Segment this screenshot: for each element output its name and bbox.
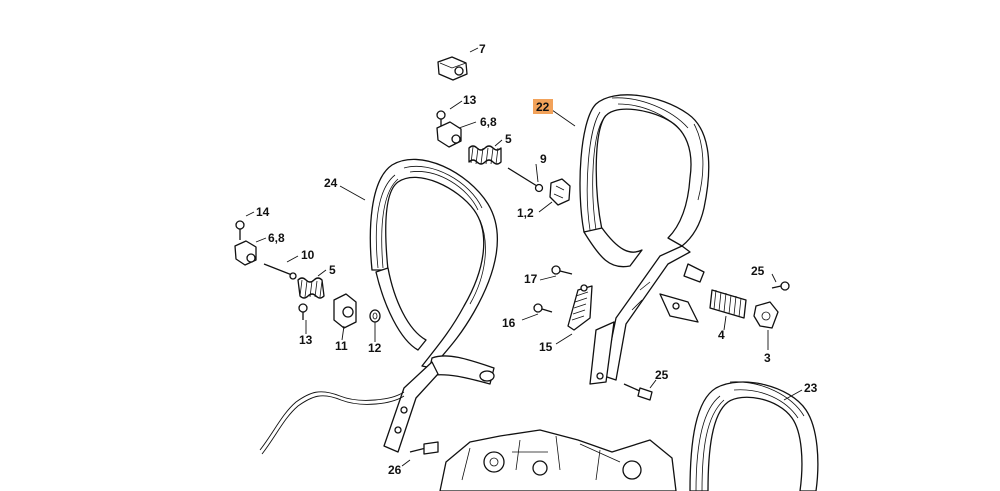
callout-5-top: 5 bbox=[505, 132, 512, 146]
callout-13-top: 13 bbox=[463, 93, 477, 107]
callout-13-left: 13 bbox=[299, 333, 313, 347]
part-10-bolt[interactable] bbox=[263, 263, 297, 280]
part-5-spring-top[interactable] bbox=[468, 145, 502, 165]
callout-6-8-left: 6,8 bbox=[268, 231, 285, 245]
part-3-cap[interactable] bbox=[753, 301, 779, 329]
callout-26: 26 bbox=[388, 463, 402, 477]
throttle-cable bbox=[259, 391, 405, 455]
callout-1-2: 1,2 bbox=[517, 206, 534, 220]
callout-6-8-top: 6,8 bbox=[480, 115, 497, 129]
part-15-spring-bracket[interactable] bbox=[567, 284, 593, 331]
callout-22[interactable]: 22 bbox=[536, 100, 550, 114]
callout-11: 11 bbox=[335, 339, 348, 353]
callout-16: 16 bbox=[502, 316, 516, 330]
part-6-8-clamp-left[interactable] bbox=[234, 240, 257, 266]
callout-24: 24 bbox=[324, 176, 338, 190]
engine-housing-fragment bbox=[439, 429, 677, 491]
callout-10: 10 bbox=[301, 248, 315, 262]
callout-4: 4 bbox=[718, 328, 725, 342]
part-23-handle[interactable] bbox=[689, 381, 819, 491]
part-1-2-nut[interactable] bbox=[549, 178, 571, 206]
part-22-rear-handle[interactable] bbox=[579, 94, 710, 385]
callout-23: 23 bbox=[804, 381, 818, 395]
callout-17: 17 bbox=[524, 272, 538, 286]
part-16-screw[interactable] bbox=[533, 303, 553, 313]
part-14-screw[interactable] bbox=[235, 220, 245, 240]
callout-9: 9 bbox=[540, 152, 547, 166]
part-13-screw-left[interactable] bbox=[298, 303, 308, 320]
callout-15: 15 bbox=[539, 340, 553, 354]
part-24-front-handle[interactable] bbox=[369, 158, 499, 453]
part-4-spring[interactable] bbox=[709, 289, 747, 319]
part-25-screw-bottom[interactable] bbox=[623, 383, 653, 401]
callout-22-highlight bbox=[533, 99, 553, 114]
callout-3: 3 bbox=[764, 351, 771, 365]
part-26-screw[interactable] bbox=[409, 441, 439, 455]
part-9-bolt[interactable] bbox=[507, 167, 544, 193]
callout-labels: 7 13 6,8 5 9 1,2 22 24 14 6,8 10 5 13 11… bbox=[256, 42, 818, 477]
leader-lines bbox=[245, 47, 803, 467]
callout-12: 12 bbox=[368, 341, 382, 355]
callout-7: 7 bbox=[479, 42, 486, 56]
part-6-8-clamp-top[interactable] bbox=[436, 121, 462, 148]
part-12-washer[interactable] bbox=[369, 309, 381, 323]
part-11-bracket[interactable] bbox=[333, 293, 357, 329]
part-7-clamp[interactable] bbox=[437, 56, 468, 81]
callout-25-right: 25 bbox=[751, 264, 765, 278]
part-25-screw-right[interactable] bbox=[771, 281, 790, 291]
callout-14: 14 bbox=[256, 205, 270, 219]
callout-5-left: 5 bbox=[329, 263, 336, 277]
part-17-screw[interactable] bbox=[551, 265, 573, 275]
callout-25-bottom: 25 bbox=[655, 368, 669, 382]
part-5-spring-left[interactable] bbox=[297, 277, 325, 299]
